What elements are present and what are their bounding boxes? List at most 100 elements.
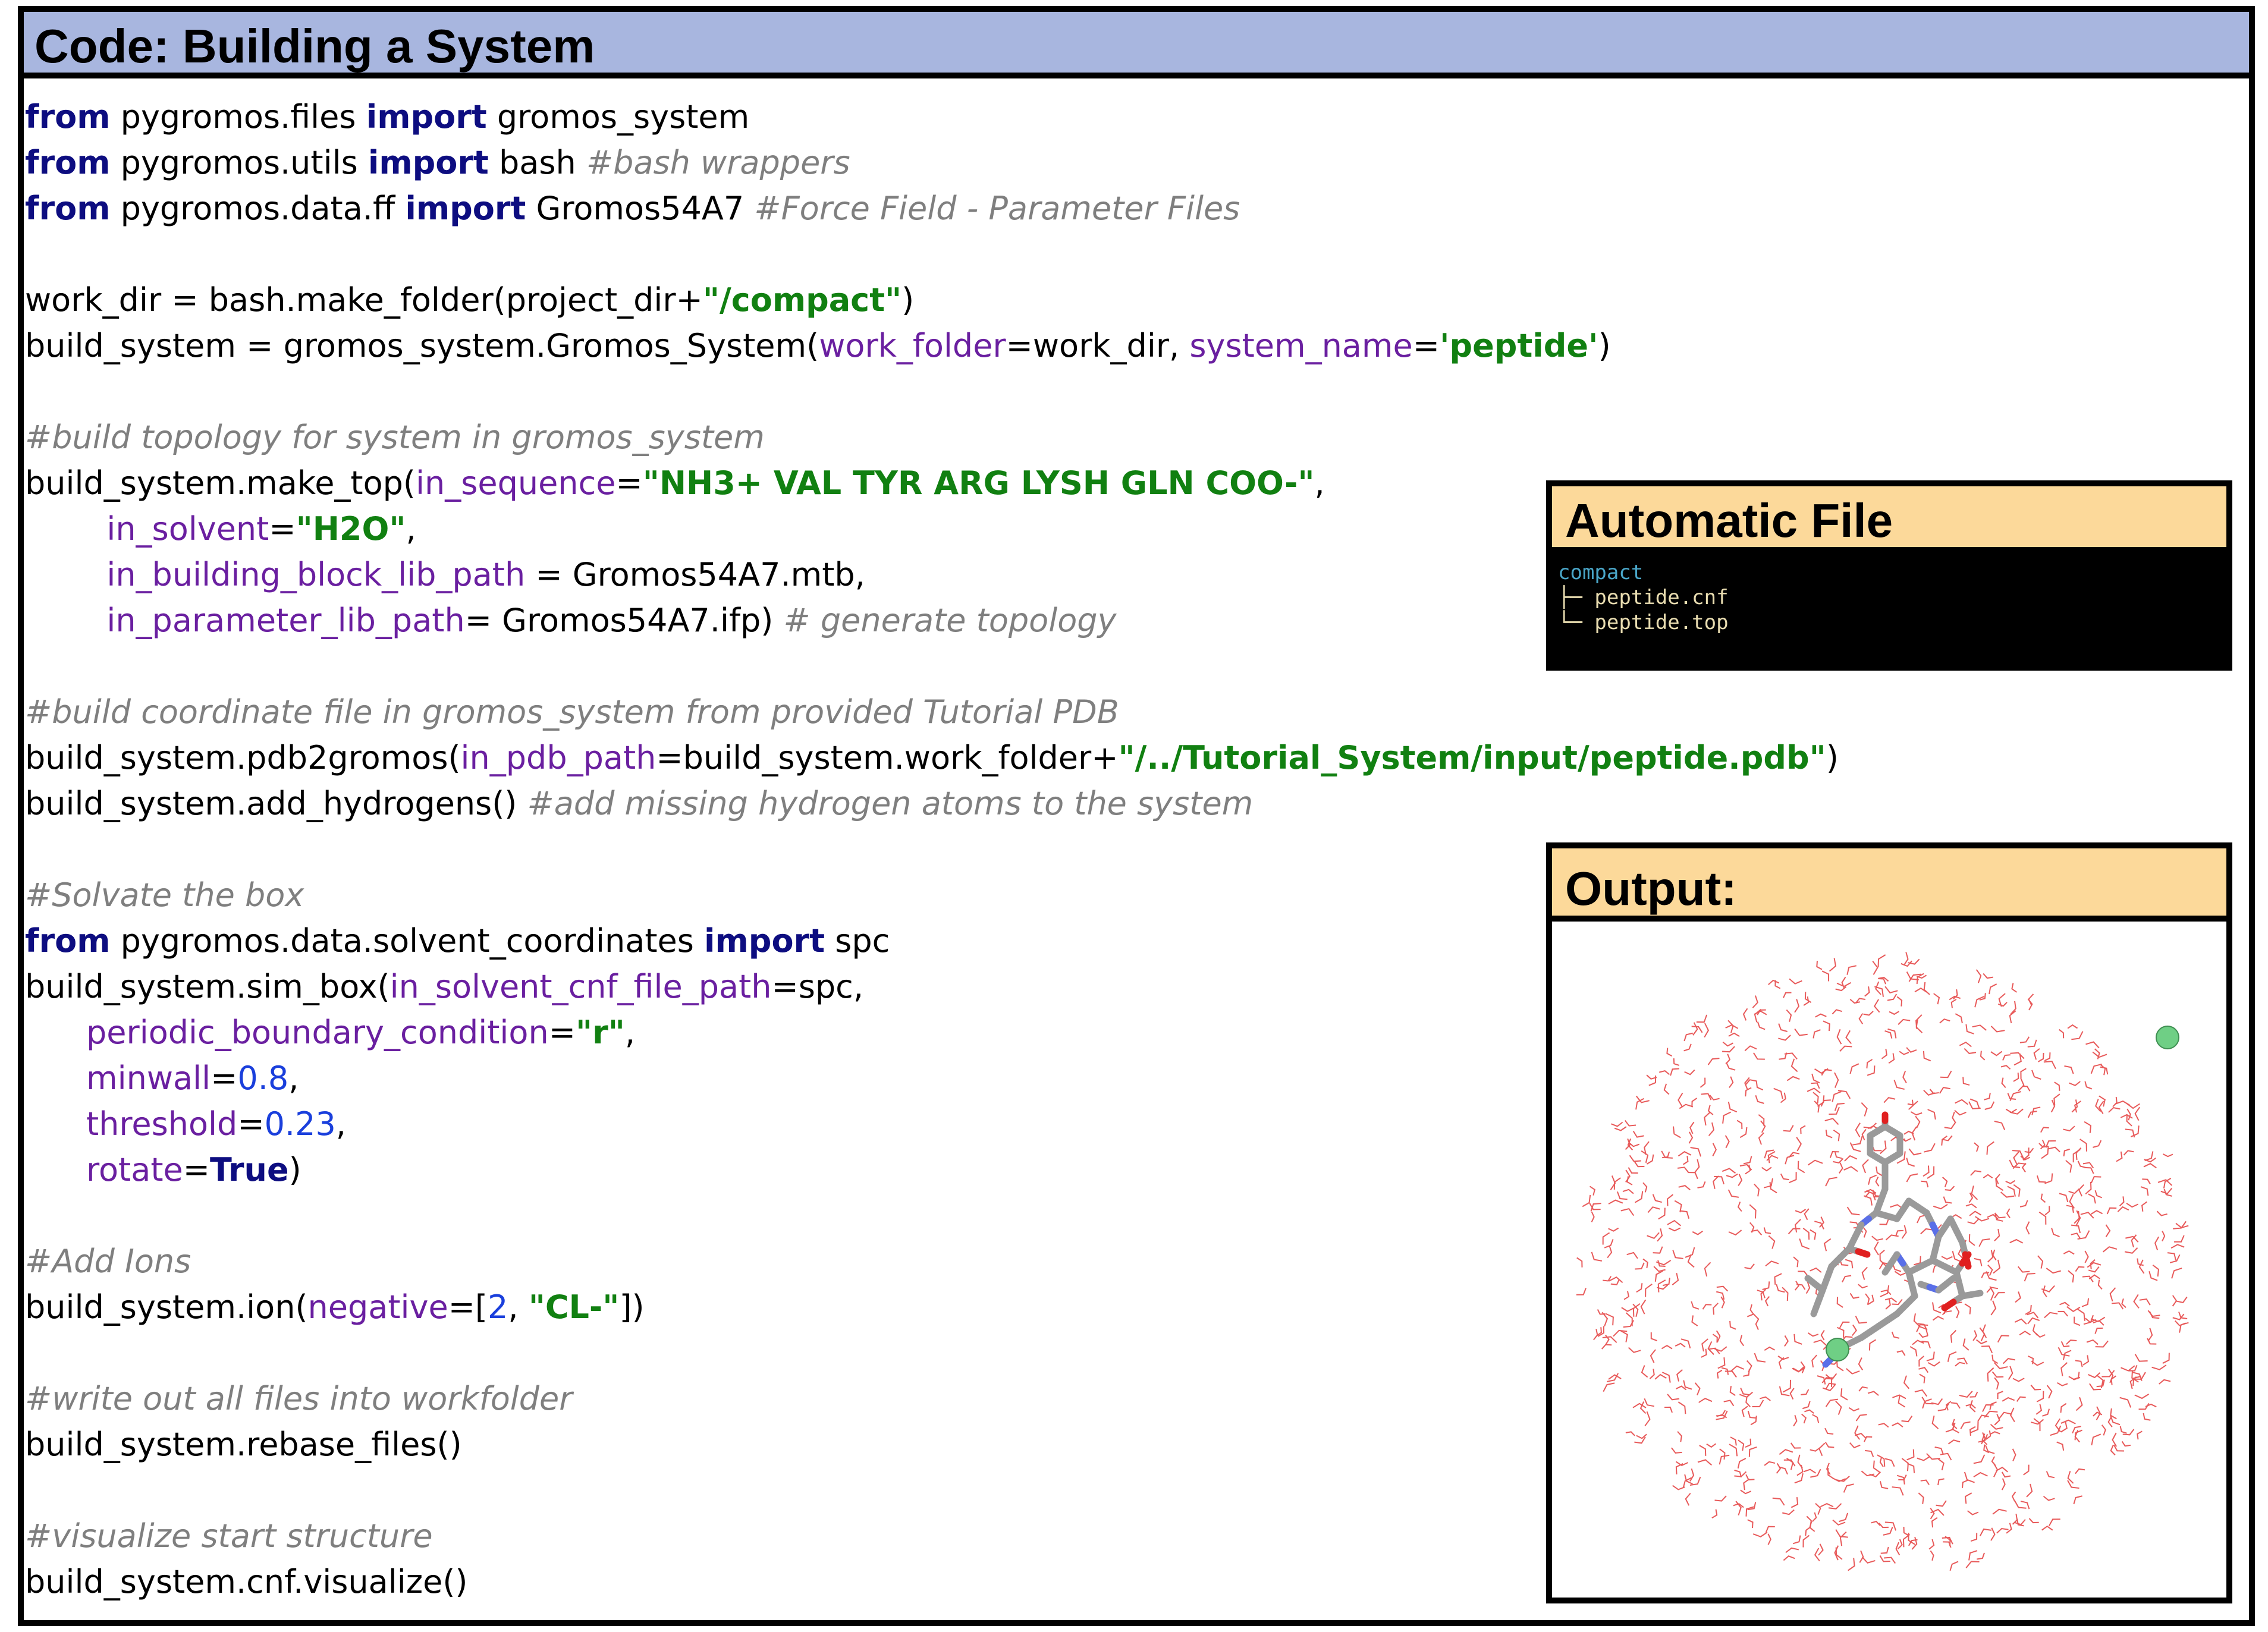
water-molecule (1807, 1087, 1821, 1094)
water-molecule (1606, 1373, 1619, 1382)
water-molecule (2016, 1518, 2024, 1527)
water-molecule (1767, 1150, 1776, 1164)
water-molecule (2088, 1193, 2096, 1204)
water-molecule (1866, 1059, 1873, 1069)
code-token: = (269, 510, 296, 548)
code-token: ]) (619, 1288, 645, 1326)
water-molecule (1989, 1286, 1995, 1301)
water-molecule (1991, 1371, 2004, 1378)
water-molecule (1859, 1550, 1864, 1563)
code-token: bash (488, 144, 586, 181)
water-molecule (1885, 1298, 1891, 1310)
water-molecule (1806, 1515, 1812, 1527)
water-molecule (1676, 1369, 1683, 1382)
water-molecule (2044, 1173, 2053, 1184)
water-molecule (1854, 1425, 1861, 1440)
water-molecule (1729, 1386, 1736, 1396)
water-molecule (2009, 1238, 2024, 1244)
water-molecule (1821, 970, 1830, 982)
water-molecule (1984, 1101, 1995, 1110)
water-molecule (1667, 1394, 1680, 1401)
water-molecule (1773, 1087, 1783, 1099)
water-molecule (1910, 1111, 1923, 1116)
water-molecule (1995, 1178, 2004, 1191)
water-molecule (2050, 1425, 2062, 1436)
water-molecule (1757, 1021, 1766, 1030)
code-token: rotate (86, 1151, 183, 1188)
water-molecule (2088, 1266, 2100, 1273)
water-molecule (1744, 1077, 1750, 1090)
water-molecule (2000, 1065, 2011, 1070)
water-molecule (1676, 1385, 1687, 1391)
water-molecule (1709, 1095, 1720, 1100)
water-molecule (2044, 1052, 2051, 1061)
water-molecule (2112, 1096, 2118, 1108)
water-molecule (2087, 1262, 2101, 1268)
code-token: = Gromos54A7.mtb, (525, 556, 865, 593)
water-molecule (1922, 1398, 1932, 1409)
water-molecule (1846, 965, 1857, 975)
code-figure-frame: Code: Building a System (18, 6, 2255, 1626)
water-molecule (1865, 1449, 1874, 1458)
water-molecule (1959, 1041, 1972, 1048)
water-molecule (2147, 1328, 2153, 1342)
water-molecule (1610, 1279, 1620, 1285)
water-molecule (2020, 1501, 2030, 1510)
water-molecule (1829, 1106, 1840, 1115)
water-molecule (1746, 1360, 1752, 1373)
water-molecule (1666, 1048, 1672, 1057)
code-token (25, 1014, 86, 1051)
water-molecule (1931, 1517, 1938, 1528)
water-molecule (1786, 1076, 1800, 1081)
water-molecule (2075, 1397, 2083, 1411)
water-molecule (1973, 1454, 1986, 1464)
water-molecule (1943, 1196, 1952, 1204)
water-molecule (1727, 1189, 1739, 1198)
file-entry: └─ peptide.top (1558, 610, 1729, 635)
water-molecule (1878, 1423, 1889, 1428)
water-molecule (2027, 1111, 2037, 1118)
water-molecule (1907, 1463, 1915, 1473)
peptide-bond (1804, 1275, 1818, 1288)
water-molecule (2121, 1298, 2126, 1309)
water-molecule (1933, 993, 1940, 1005)
water-molecule (1623, 1291, 1630, 1300)
peptide-bond (1855, 1248, 1871, 1258)
water-molecule (1776, 1284, 1785, 1293)
water-molecule (1931, 1398, 1943, 1405)
code-token (25, 556, 106, 593)
water-molecule (1724, 1370, 1737, 1378)
code-line: #build topology for system in gromos_sys… (25, 414, 1839, 460)
water-molecule (1845, 1030, 1852, 1045)
peptide-bond (1810, 1298, 1821, 1317)
water-molecule (2172, 1313, 2185, 1320)
water-molecule (1914, 987, 1927, 993)
water-molecule (1702, 1304, 1712, 1310)
water-molecule (1918, 1366, 1929, 1373)
water-molecule (2042, 1408, 2050, 1417)
water-molecule (1804, 1409, 1814, 1414)
molecule-visualization[interactable] (1552, 922, 2226, 1598)
water-molecule (1678, 1185, 1691, 1191)
water-molecule (1903, 1375, 1910, 1389)
water-molecule (2111, 1302, 2124, 1310)
water-molecule (1640, 1299, 1647, 1315)
water-molecule (1680, 1338, 1691, 1348)
code-token: =work_dir, (1006, 327, 1190, 364)
water-molecule (2013, 1073, 2019, 1082)
water-molecule (1625, 1431, 1635, 1436)
water-molecule (1994, 1377, 1999, 1390)
water-molecule (1692, 1022, 1698, 1036)
water-molecule (2012, 1448, 2016, 1461)
water-molecule (1716, 1410, 1728, 1420)
water-molecule (1747, 1410, 1757, 1419)
tree-branch-icon: ├─ (1558, 586, 1595, 609)
water-molecule (1997, 1335, 2009, 1343)
water-molecule (1762, 1281, 1770, 1290)
water-molecule (2024, 1147, 2034, 1153)
water-molecule (1647, 1206, 1660, 1213)
water-molecule (2010, 1052, 2025, 1059)
water-molecule (2176, 1296, 2188, 1303)
water-molecule (1820, 1099, 1831, 1107)
water-molecule (1814, 1100, 1820, 1113)
